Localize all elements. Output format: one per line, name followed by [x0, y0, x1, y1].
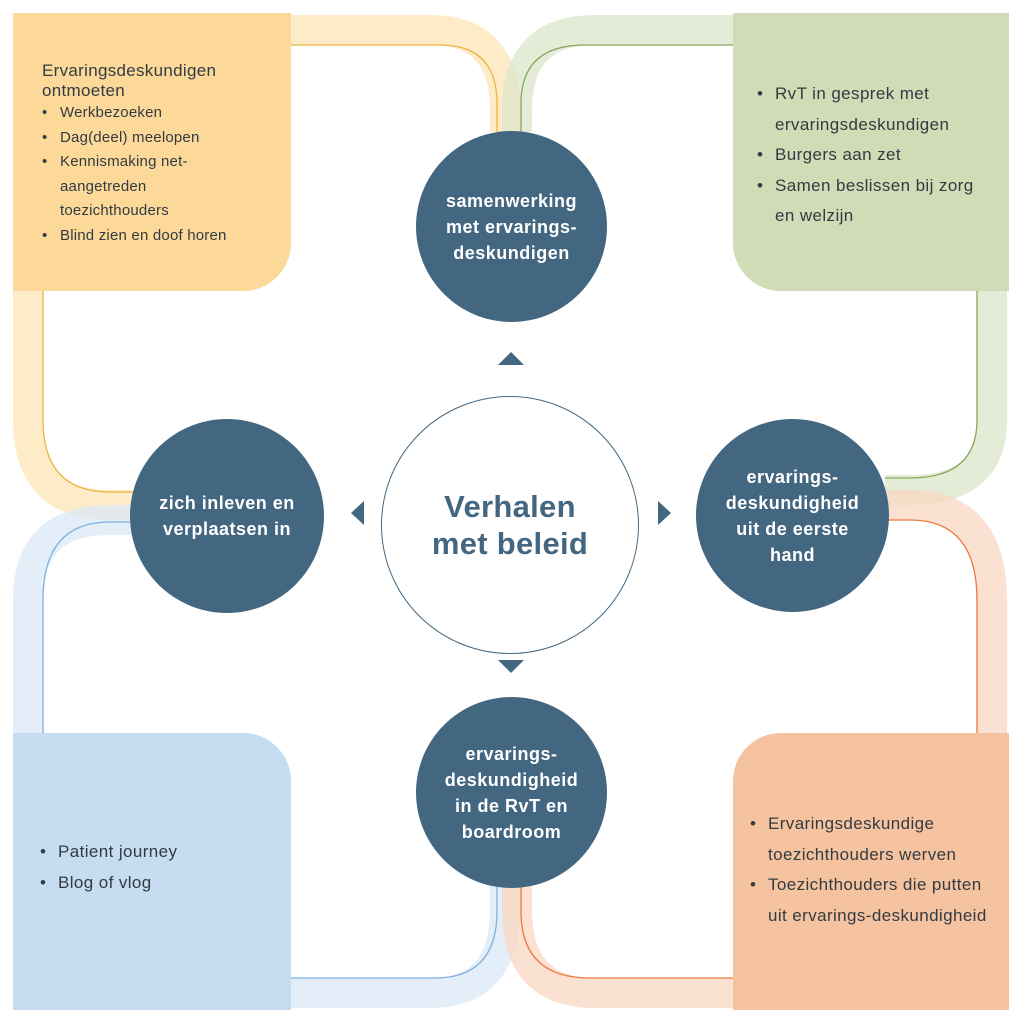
list-item: Ervaringsdeskundige toezichthouders werv… [750, 809, 995, 870]
box-werven-list: Ervaringsdeskundige toezichthouders werv… [750, 809, 995, 931]
list-item: Samen beslissen bij zorg en welzijn [757, 171, 982, 232]
node-samenwerking: samenwerking met ervarings- deskundigen [416, 131, 607, 322]
green-connector [502, 15, 1007, 505]
list-item: Patient journey [40, 837, 280, 868]
orange-connector [502, 490, 1007, 1008]
box-journey: Patient journeyBlog of vlog [13, 733, 291, 1010]
node-inleven-label: zich inleven en verplaatsen in [159, 493, 295, 539]
arrow-right-icon [658, 501, 671, 525]
node-samenwerking-label: samenwerking met ervarings- deskundigen [445, 190, 578, 263]
box-ontmoeten: Ervaringsdeskundigen ontmoeten Werkbezoe… [13, 13, 291, 291]
box-in-gesprek-list: RvT in gesprek met ervaringsdeskundigenB… [757, 79, 982, 232]
node-eerste-hand: ervarings- deskundigheid uit de eerste h… [696, 419, 889, 612]
list-item: Toezichthouders die putten uit ervarings… [750, 870, 995, 931]
center-circle: Verhalen met beleid [381, 396, 639, 654]
list-item: Blind zien en doof horen [42, 224, 227, 249]
box-ontmoeten-content: Ervaringsdeskundigen ontmoeten Werkbezoe… [42, 61, 282, 248]
list-item: Burgers aan zet [757, 140, 982, 171]
arrow-up-icon [498, 352, 524, 365]
node-inleven: zich inleven en verplaatsen in [130, 419, 324, 613]
list-item: Blog of vlog [40, 868, 280, 899]
node-eerste-hand-label: ervarings- deskundigheid uit de eerste h… [725, 466, 860, 565]
box-werven-content: Ervaringsdeskundige toezichthouders werv… [750, 809, 1005, 931]
list-item: Kennismaking net-aangetreden toezichthou… [42, 150, 227, 224]
box-ontmoeten-list: WerkbezoekenDag(deel) meelopenKennismaki… [42, 101, 227, 248]
arrow-left-icon [351, 501, 364, 525]
node-boardroom: ervarings- deskundigheid in de RvT en bo… [416, 697, 607, 888]
node-boardroom-label: ervarings- deskundigheid in de RvT en bo… [444, 743, 579, 842]
center-label: Verhalen met beleid [431, 489, 589, 561]
box-journey-list: Patient journeyBlog of vlog [40, 837, 280, 898]
list-item: Werkbezoeken [42, 101, 227, 126]
box-in-gesprek: RvT in gesprek met ervaringsdeskundigenB… [733, 13, 1009, 291]
arrow-down-icon [498, 660, 524, 673]
box-ontmoeten-title: Ervaringsdeskundigen ontmoeten [42, 61, 217, 100]
list-item: Dag(deel) meelopen [42, 126, 227, 151]
list-item: RvT in gesprek met ervaringsdeskundigen [757, 79, 982, 140]
box-werven: Ervaringsdeskundige toezichthouders werv… [733, 733, 1009, 1010]
box-in-gesprek-content: RvT in gesprek met ervaringsdeskundigenB… [757, 79, 995, 232]
box-journey-content: Patient journeyBlog of vlog [40, 837, 280, 898]
